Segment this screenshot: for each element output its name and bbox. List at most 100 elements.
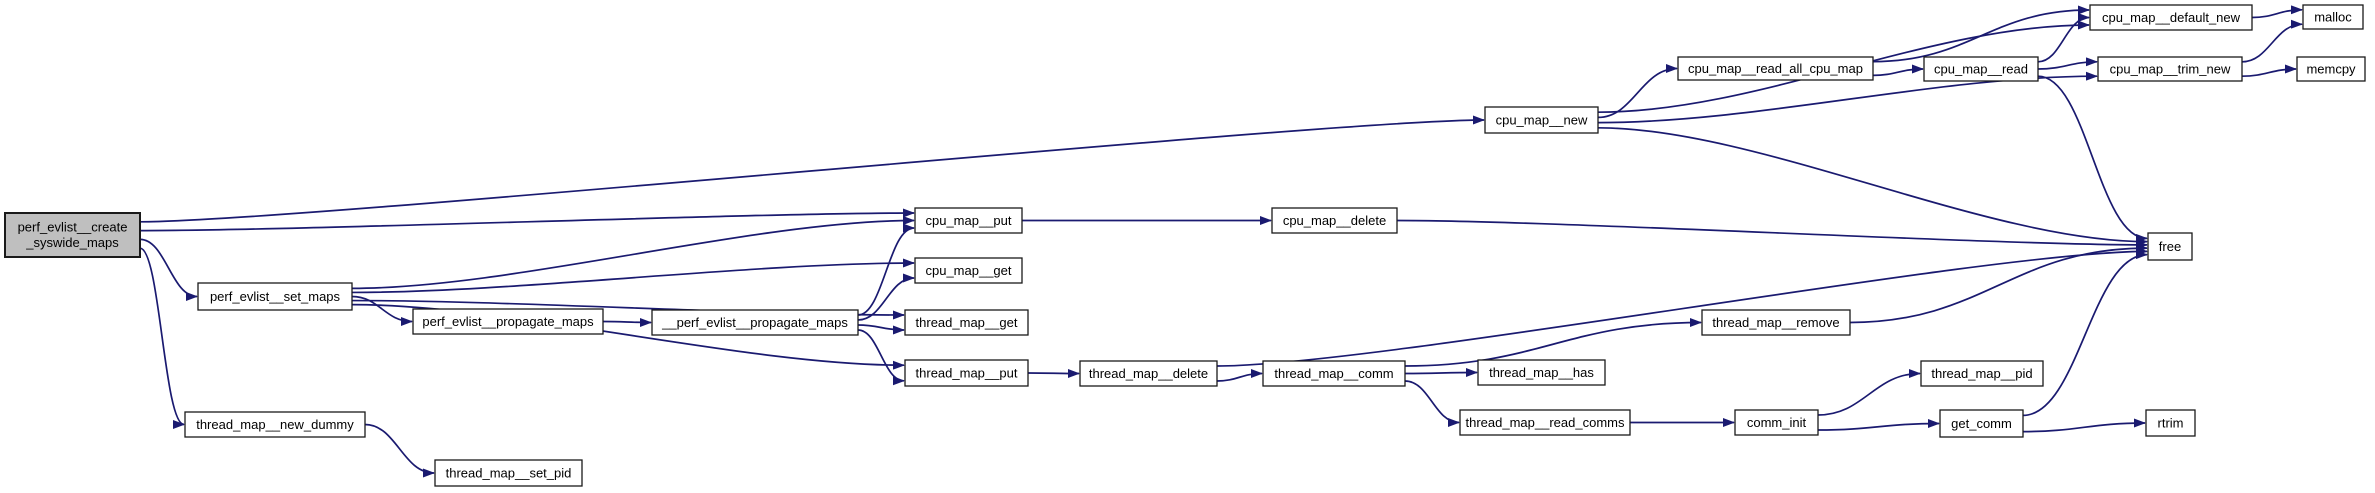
node-box[interactable] xyxy=(1262,360,1406,387)
node-label: memcpy xyxy=(2306,62,2356,77)
edge-perf_evlist__create_syswide_maps--thread_map__new_dummy xyxy=(139,247,185,429)
edge-perf_evlist__set_maps--cpu_map__put xyxy=(351,216,915,290)
node-box[interactable] xyxy=(197,282,353,311)
node-box[interactable] xyxy=(914,257,1023,284)
node-label: thread_map__read_comms xyxy=(1466,415,1625,430)
node-thread_map__remove[interactable]: thread_map__remove xyxy=(1701,309,1851,336)
node-thread_map__set_pid[interactable]: thread_map__set_pid xyxy=(434,459,583,487)
node-cpu_map__read[interactable]: cpu_map__read xyxy=(1923,56,2039,82)
node-label: cpu_map__read_all_cpu_map xyxy=(1688,61,1863,76)
node-box[interactable] xyxy=(2296,56,2366,82)
node-memcpy[interactable]: memcpy xyxy=(2296,56,2366,82)
node-box[interactable] xyxy=(1677,56,1874,81)
node-box[interactable] xyxy=(1923,56,2039,82)
node-box[interactable] xyxy=(904,309,1029,336)
node-box[interactable] xyxy=(1484,106,1599,134)
edge-__perf_evlist__propagate_maps--cpu_map__put xyxy=(857,223,915,316)
node-label: perf_evlist__set_maps xyxy=(210,289,341,304)
edge-get_comm--rtrim xyxy=(2022,418,2146,433)
node-box[interactable] xyxy=(1920,360,2044,387)
node-thread_map__put[interactable]: thread_map__put xyxy=(904,359,1029,387)
edge-perf_evlist__set_maps--perf_evlist__propagate_maps xyxy=(351,295,413,326)
node-label: comm_init xyxy=(1747,415,1807,430)
node-thread_map__has[interactable]: thread_map__has xyxy=(1477,359,1606,386)
edge-thread_map__put--thread_map__delete xyxy=(1027,368,1080,378)
edge-comm_init--get_comm xyxy=(1817,419,1940,431)
node-box[interactable] xyxy=(2089,4,2253,31)
node-box[interactable] xyxy=(651,309,859,336)
edge-cpu_map__new--free xyxy=(1597,126,2148,247)
node-cpu_map__read_all_cpu_map[interactable]: cpu_map__read_all_cpu_map xyxy=(1677,56,1874,81)
node-free[interactable]: free xyxy=(2147,232,2193,261)
node-thread_map__comm[interactable]: thread_map__comm xyxy=(1262,360,1406,387)
node-box[interactable] xyxy=(434,459,583,487)
node-label: thread_map__remove xyxy=(1712,315,1839,330)
node-thread_map__get[interactable]: thread_map__get xyxy=(904,309,1029,336)
node-malloc[interactable]: malloc xyxy=(2302,4,2364,30)
node-perf_evlist__propagate_maps[interactable]: perf_evlist__propagate_maps xyxy=(412,308,604,335)
edge-__perf_evlist__propagate_maps--thread_map__get xyxy=(857,324,905,335)
node-perf_evlist__set_maps[interactable]: perf_evlist__set_maps xyxy=(197,282,353,311)
node-label: rtrim xyxy=(2158,416,2184,431)
node-box[interactable] xyxy=(1939,409,2024,438)
node-comm_init[interactable]: comm_init xyxy=(1734,409,1819,436)
node-box[interactable] xyxy=(2147,232,2193,261)
node-perf_evlist__create_syswide_maps[interactable]: perf_evlist__create_syswide_maps xyxy=(4,212,141,258)
node-label: malloc xyxy=(2314,10,2352,25)
node-label: cpu_map__delete xyxy=(1283,213,1386,228)
node-label: thread_map__delete xyxy=(1089,366,1208,381)
node-rtrim[interactable]: rtrim xyxy=(2145,409,2196,437)
node-label: perf_evlist__propagate_maps xyxy=(422,314,594,329)
node-box[interactable] xyxy=(4,212,141,258)
node-label: thread_map__set_pid xyxy=(446,466,572,481)
node-box[interactable] xyxy=(1459,409,1631,436)
node-cpu_map__get[interactable]: cpu_map__get xyxy=(914,257,1023,284)
node-box[interactable] xyxy=(1079,360,1218,387)
edge-thread_map__delete--free xyxy=(1216,246,2148,367)
node-label: cpu_map__read xyxy=(1934,62,2028,77)
node-box[interactable] xyxy=(2145,409,2196,437)
edge-cpu_map__read--free xyxy=(2037,75,2148,243)
node-cpu_map__trim_new[interactable]: cpu_map__trim_new xyxy=(2097,56,2243,82)
node-thread_map__delete[interactable]: thread_map__delete xyxy=(1079,360,1218,387)
node-box[interactable] xyxy=(1477,359,1606,386)
node-box[interactable] xyxy=(904,359,1029,387)
node-label: thread_map__put xyxy=(916,366,1018,381)
node-label: __perf_evlist__propagate_maps xyxy=(661,315,848,330)
node-thread_map__read_comms[interactable]: thread_map__read_comms xyxy=(1459,409,1631,436)
node-box[interactable] xyxy=(412,308,604,335)
node-box[interactable] xyxy=(1734,409,1819,436)
node-box[interactable] xyxy=(1271,207,1398,234)
node-label: cpu_map__new xyxy=(1496,113,1588,128)
node-label: thread_map__pid xyxy=(1931,366,2032,381)
node-get_comm[interactable]: get_comm xyxy=(1939,409,2024,438)
node-box[interactable] xyxy=(1701,309,1851,336)
edge-cpu_map__new--cpu_map__trim_new xyxy=(1597,71,2098,124)
node-label: thread_map__new_dummy xyxy=(196,417,354,432)
edge-thread_map__comm--thread_map__remove xyxy=(1404,318,1702,367)
edge-perf_evlist__set_maps--cpu_map__get xyxy=(351,258,915,294)
node-__perf_evlist__propagate_maps[interactable]: __perf_evlist__propagate_maps xyxy=(651,309,859,336)
node-thread_map__new_dummy[interactable]: thread_map__new_dummy xyxy=(184,411,366,438)
node-cpu_map__delete[interactable]: cpu_map__delete xyxy=(1271,207,1398,234)
node-box[interactable] xyxy=(184,411,366,438)
edge-get_comm--free xyxy=(2022,250,2148,417)
edge-cpu_map__read_all_cpu_map--cpu_map__default_new xyxy=(1872,5,2090,63)
node-label: thread_map__has xyxy=(1489,365,1594,380)
edge-__perf_evlist__propagate_maps--cpu_map__get xyxy=(857,273,915,321)
node-box[interactable] xyxy=(2302,4,2364,30)
node-label: get_comm xyxy=(1951,416,2012,431)
edge-cpu_map__read_all_cpu_map--cpu_map__read xyxy=(1872,64,1924,77)
node-label: cpu_map__put xyxy=(925,213,1011,228)
edge-thread_map__comm--thread_map__has xyxy=(1404,368,1478,378)
node-thread_map__pid[interactable]: thread_map__pid xyxy=(1920,360,2044,387)
edge-cpu_map__delete--free xyxy=(1396,219,2148,250)
node-box[interactable] xyxy=(914,207,1023,234)
node-cpu_map__new[interactable]: cpu_map__new xyxy=(1484,106,1599,134)
edge-cpu_map__read--cpu_map__trim_new xyxy=(2037,57,2098,70)
node-cpu_map__put[interactable]: cpu_map__put xyxy=(914,207,1023,234)
node-cpu_map__default_new[interactable]: cpu_map__default_new xyxy=(2089,4,2253,31)
edge-cpu_map__read--cpu_map__default_new xyxy=(2037,13,2090,63)
node-box[interactable] xyxy=(2097,56,2243,82)
